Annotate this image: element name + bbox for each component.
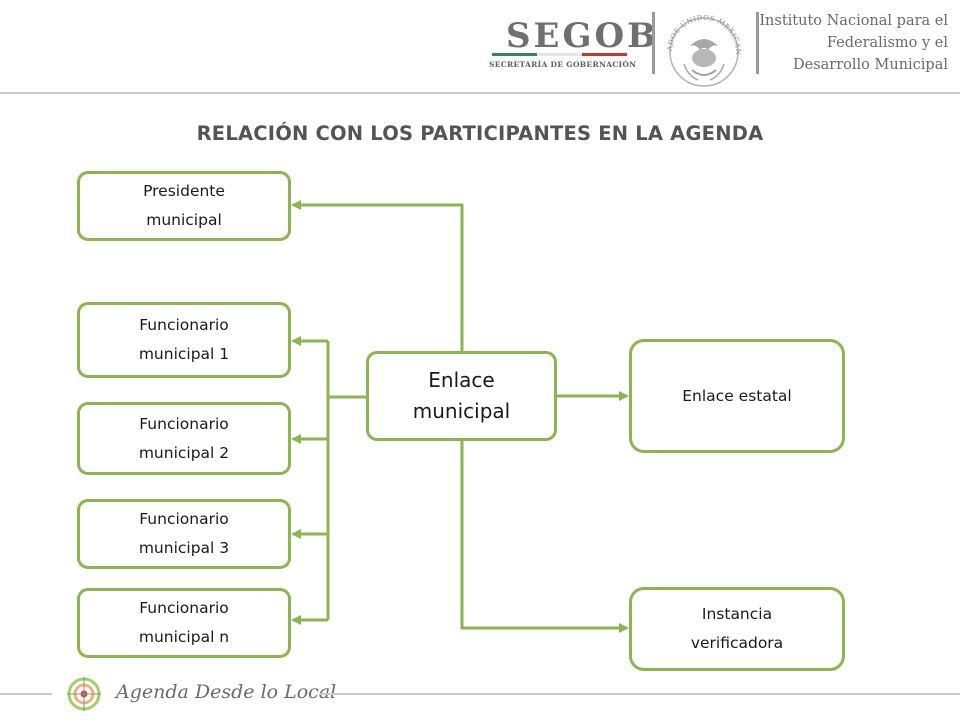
node-label-line: Enlace (428, 368, 495, 392)
node-label-line: verificadora (690, 634, 784, 652)
target-logo-icon (67, 677, 101, 711)
node-label-line: municipal n (138, 628, 230, 646)
connector-to-instancia (460, 440, 629, 633)
node-enlace-estatal: Enlace estatal (629, 339, 845, 453)
segob-flag-bar (492, 53, 627, 56)
national-seal-icon: ESTADOS UNIDOS MEXICANOS (662, 8, 742, 87)
node-funcionario-municipal-1: Funcionario municipal 1 (77, 302, 291, 378)
institute-line-3: Desarrollo Municipal (793, 57, 948, 73)
node-label-line: municipal 1 (138, 345, 230, 363)
institute-name: Instituto Nacional para el Federalismo y… (758, 10, 948, 76)
institute-line-2: Federalismo y el (826, 35, 948, 51)
node-instancia-verificadora: Instancia verificadora (629, 587, 845, 671)
segob-subtitle: SECRETARÍA DE GOBERNACIÓN (489, 60, 637, 69)
node-label-line: Presidente (143, 182, 225, 200)
node-label-line: Instancia (701, 605, 773, 623)
connector-to-presidente (291, 200, 464, 352)
node-label-line: municipal 3 (138, 539, 230, 557)
page-title: RELACIÓN CON LOS PARTICIPANTES EN LA AGE… (196, 122, 764, 145)
node-funcionario-municipal-n: Funcionario municipal n (77, 588, 291, 658)
node-presidente-municipal: Presidente municipal (77, 171, 291, 241)
header: SEGOB SECRETARÍA DE GOBERNACIÓN ESTADOS … (0, 0, 960, 95)
node-label-line: Funcionario (139, 510, 229, 528)
node-label-line: municipal (412, 399, 511, 423)
footer-text: Agenda Desde lo Local (116, 681, 337, 703)
node-label-line: Enlace estatal (682, 386, 792, 405)
node-enlace-municipal: Enlace municipal (366, 351, 557, 441)
node-funcionario-municipal-3: Funcionario municipal 3 (77, 499, 291, 569)
header-separator-left (652, 12, 655, 74)
node-label-line: municipal (146, 211, 222, 229)
node-label-line: Funcionario (139, 316, 229, 334)
node-label-line: Funcionario (139, 414, 229, 433)
segob-logo-text: SEGOB (506, 16, 659, 56)
header-separator-right (756, 12, 759, 74)
footer-rule-left (0, 693, 52, 695)
node-label-line: municipal 2 (138, 443, 230, 462)
node-label-line: Funcionario (139, 599, 229, 617)
institute-line-1: Instituto Nacional para el (759, 13, 948, 29)
footer-rule-right (320, 693, 960, 695)
header-rule (0, 92, 960, 94)
node-funcionario-municipal-2: Funcionario municipal 2 (77, 402, 291, 475)
